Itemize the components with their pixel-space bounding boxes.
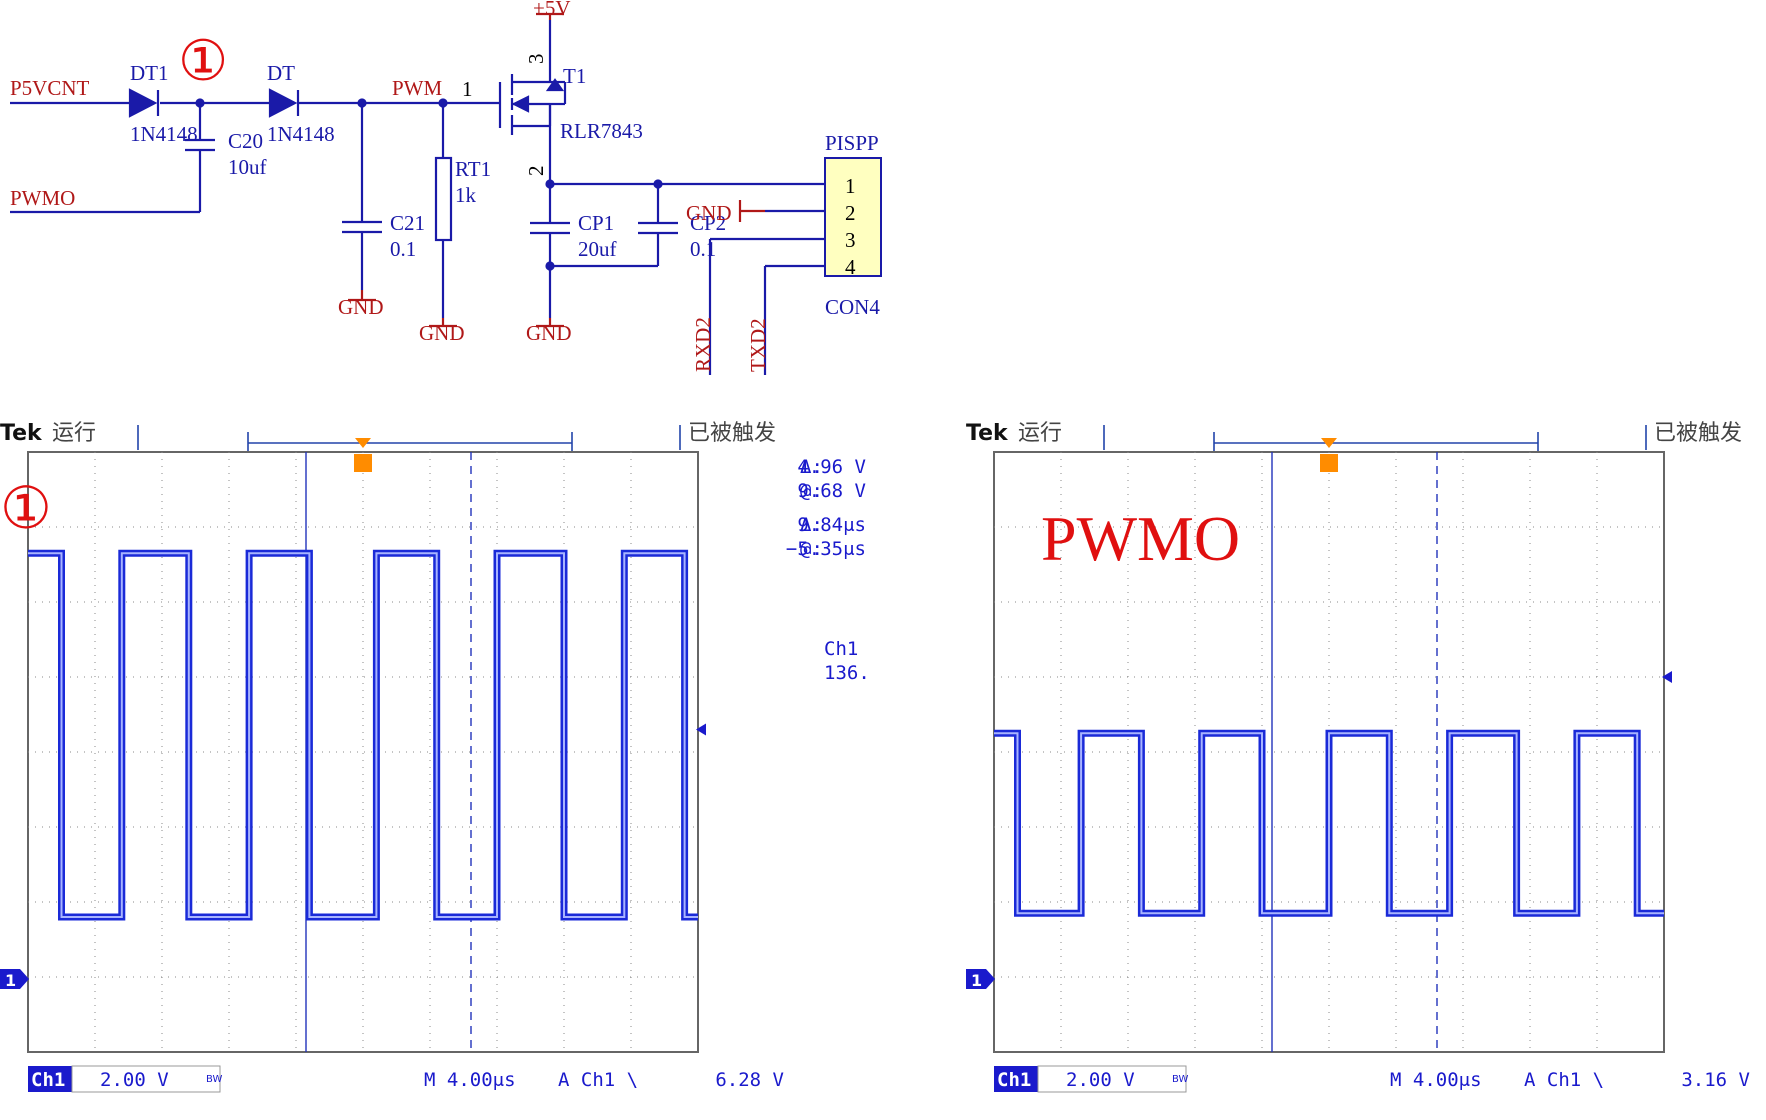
waveform-edge	[28, 552, 698, 918]
connector-type: CON4	[825, 295, 880, 319]
t1-pin-drain: 3	[524, 54, 548, 65]
net-rxd2: RXD2	[691, 317, 715, 372]
trigger-setup: A Ch1 \	[1524, 1069, 1604, 1091]
status-bar: Ch1 2.00 V BW M 4.00μs A Ch1 \ 6.28 V	[28, 1065, 784, 1093]
t1-ref: T1	[563, 64, 586, 88]
net-p5vcnt: P5VCNT	[10, 76, 90, 100]
t1-pin-source: 2	[524, 166, 548, 177]
c20-ref: C20	[228, 129, 263, 153]
trigger-level-icon	[696, 723, 706, 736]
connector-pin: 4	[845, 255, 856, 279]
t1-pin-gate: 1	[462, 77, 473, 101]
bw-limit: BW	[1172, 1074, 1189, 1085]
ground-marker: 1	[0, 969, 29, 990]
readout-val: 9.84μs	[797, 514, 866, 536]
cp1-value: 20uf	[578, 237, 617, 261]
trigger-t-icon	[1320, 454, 1338, 472]
dt1-ref: DT1	[130, 61, 169, 85]
gnd-c21: GND	[338, 295, 384, 319]
c21-ref: C21	[390, 211, 425, 235]
channel-label: Ch1	[31, 1069, 65, 1091]
scope-marker: ①	[0, 474, 52, 542]
readout-val: −5.35μs	[786, 538, 866, 560]
scope-panel-2: Tek 运行 已被触发 PWMO Ch1 2.00 V BW M 4.00μs …	[966, 421, 1750, 1093]
connector-name: PISPP	[825, 131, 879, 155]
readout-sym: @:	[800, 480, 823, 502]
net-pwm: PWM	[392, 76, 443, 100]
connector-pin: 3	[845, 228, 856, 252]
readout-val: 9.68 V	[797, 480, 866, 502]
scope-grid	[27, 451, 699, 1053]
readout-sym: Δ:	[800, 514, 823, 536]
c21-value: 0.1	[390, 237, 416, 261]
gnd-rt1: GND	[419, 321, 465, 345]
timebase: M 4.00μs	[424, 1069, 516, 1091]
cp1-ref: CP1	[578, 211, 614, 235]
waveform-edge	[994, 732, 1664, 915]
ground-marker: 1	[966, 969, 995, 990]
volts-div: 2.00 V	[1066, 1069, 1135, 1091]
cp2-ref: CP2	[690, 211, 726, 235]
readout-val: 4.96 V	[797, 456, 866, 478]
c20-value: 10uf	[228, 155, 267, 179]
dt-value: 1N4148	[267, 122, 335, 146]
connector-pin: 2	[845, 201, 856, 225]
volts-div: 2.00 V	[100, 1069, 169, 1091]
trigger-level: 3.16 V	[1681, 1069, 1750, 1091]
rt1-value: 1k	[455, 183, 477, 207]
scope-status: 运行	[52, 421, 96, 446]
t1-value: RLR7843	[560, 119, 643, 143]
trigger-level-icon	[1662, 671, 1672, 683]
trigger-t-icon	[354, 454, 372, 472]
readout-sym: Δ:	[800, 456, 823, 478]
cursor-readouts: Δ: 4.96 V @: 9.68 V Δ: 9.84μs @: −5.35μs	[786, 456, 866, 560]
timebase: M 4.00μs	[1390, 1069, 1482, 1091]
overlay-label: PWMO	[1041, 503, 1240, 574]
scope-brand: Tek	[966, 421, 1009, 446]
channel-label: Ch1	[997, 1069, 1031, 1091]
power-vcc: +5V	[533, 0, 571, 20]
scope-trigger-state: 已被触发	[688, 421, 776, 446]
schematic-marker: ①	[178, 29, 228, 94]
rt1-ref: RT1	[455, 157, 491, 181]
trigger-position-icon	[1321, 438, 1337, 448]
trigger-position-icon	[355, 438, 371, 448]
scope-brand: Tek	[0, 421, 43, 446]
gnd-conn: GND	[686, 201, 732, 225]
readout-sym: @:	[800, 538, 823, 560]
scope-status: 运行	[1018, 421, 1062, 446]
measure-value: 136.2kHz	[824, 662, 870, 684]
dt1-value: 1N4148	[130, 122, 198, 146]
trigger-setup: A Ch1 \	[558, 1069, 638, 1091]
net-pwmo: PWMO	[10, 186, 75, 210]
connector-pin: 1	[845, 174, 856, 198]
scope-panel-1: Tek 运行 已被触发 ① Δ: 4.96 V @: 9.68 V Δ: 9.8…	[0, 421, 870, 1093]
scope-trigger-state: 已被触发	[1654, 421, 1742, 446]
ground-marker-label: 1	[971, 971, 982, 990]
bw-limit: BW	[206, 1074, 223, 1085]
status-bar: Ch1 2.00 V BW M 4.00μs A Ch1 \ 3.16 V	[994, 1065, 1750, 1093]
net-txd2: TXD2	[746, 318, 770, 372]
measure-label: Ch1 频率	[824, 638, 870, 660]
cp2-value: 0.1	[690, 237, 716, 261]
dt-ref: DT	[267, 61, 295, 85]
trigger-level: 6.28 V	[715, 1069, 784, 1091]
ground-marker-label: 1	[5, 971, 16, 990]
gnd-cp1: GND	[526, 321, 572, 345]
schematic: P5VCNT PWMO PWM +5V DT1 1N4148 ① DT 1N41…	[10, 0, 882, 375]
